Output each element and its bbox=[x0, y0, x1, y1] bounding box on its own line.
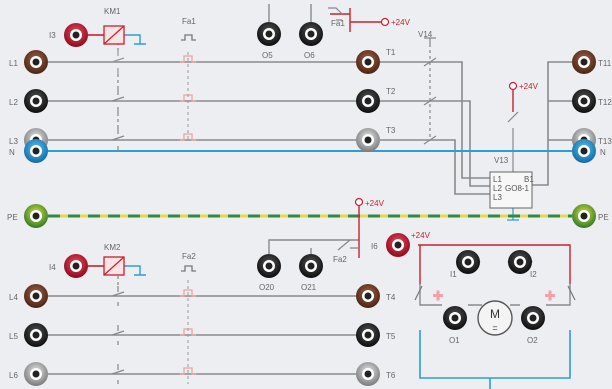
t13-label: T13 bbox=[598, 137, 612, 146]
jack-l6[interactable] bbox=[24, 362, 48, 386]
l1-label: L1 bbox=[9, 59, 18, 68]
motor-symbol: = bbox=[492, 323, 497, 333]
supply-label-motor: +24V bbox=[411, 231, 431, 240]
jack-o6[interactable] bbox=[299, 22, 323, 46]
n-right-label: N bbox=[600, 148, 606, 157]
t4-label: T4 bbox=[386, 293, 396, 302]
km2-coil bbox=[103, 256, 125, 276]
fa1-fuses bbox=[180, 34, 196, 142]
motor bbox=[477, 300, 513, 336]
i1-label: I1 bbox=[450, 270, 457, 279]
t1-label: T1 bbox=[386, 48, 396, 57]
i2-label: I2 bbox=[530, 270, 537, 279]
jack-t2[interactable] bbox=[356, 89, 380, 113]
jack-i1[interactable] bbox=[456, 250, 480, 274]
v14-contacts bbox=[423, 37, 437, 145]
wires bbox=[48, 4, 576, 389]
l2-label: L2 bbox=[9, 98, 18, 107]
jack-i4[interactable] bbox=[64, 254, 88, 278]
jack-pe-right[interactable] bbox=[572, 204, 596, 228]
l3-label: L3 bbox=[9, 137, 18, 146]
fa1-label: Fa1 bbox=[182, 17, 196, 26]
v13-label: V13 bbox=[494, 156, 509, 165]
t6-label: T6 bbox=[386, 371, 396, 380]
supply-label-top: +24V bbox=[391, 18, 411, 27]
jack-o21[interactable] bbox=[299, 254, 323, 278]
o5-label: O5 bbox=[262, 51, 273, 60]
jack-i3[interactable] bbox=[64, 23, 88, 47]
o6-label: O6 bbox=[304, 51, 315, 60]
fa2-fuses bbox=[180, 265, 196, 384]
l5-label: L5 bbox=[9, 332, 18, 341]
motor-letter: M bbox=[490, 307, 500, 321]
jack-l1[interactable] bbox=[24, 50, 48, 74]
pe-right-label: PE bbox=[598, 213, 609, 222]
supply-label-fa2: +24V bbox=[365, 199, 385, 208]
t12-label: T12 bbox=[598, 98, 612, 107]
km1-main-contacts bbox=[111, 30, 125, 152]
l6-label: L6 bbox=[9, 371, 18, 380]
fa1-contact-label: Fa1 bbox=[331, 19, 345, 28]
pe-left-label: PE bbox=[7, 213, 18, 222]
jack-n-left[interactable] bbox=[24, 139, 48, 163]
v14-label: V14 bbox=[418, 30, 433, 39]
fa1-aux-contact bbox=[328, 7, 343, 21]
km1-coil bbox=[103, 25, 125, 45]
t11-label: T11 bbox=[598, 59, 612, 68]
o1-label: O1 bbox=[449, 336, 460, 345]
jack-l5[interactable] bbox=[24, 323, 48, 347]
supply-node-top bbox=[380, 17, 390, 27]
relay-pin-l2: L2 bbox=[493, 184, 502, 193]
t2-label: T2 bbox=[386, 87, 396, 96]
i4-label: I4 bbox=[49, 263, 56, 272]
km2-main-contacts bbox=[111, 276, 125, 384]
l4-label: L4 bbox=[9, 293, 18, 302]
fa2-aux-contact bbox=[337, 239, 359, 251]
jack-o5[interactable] bbox=[257, 22, 281, 46]
plus-indicators bbox=[433, 290, 555, 301]
fa2-contact-label: Fa2 bbox=[333, 255, 347, 264]
labels: KM1 I3 Fa1 Fa1 +24V O5 O6 V14 L1 L2 L3 T… bbox=[7, 7, 612, 380]
jack-o2[interactable] bbox=[521, 306, 545, 330]
jack-t1[interactable] bbox=[356, 50, 380, 74]
jack-i2[interactable] bbox=[508, 250, 532, 274]
t3-label: T3 bbox=[386, 126, 396, 135]
o2-label: O2 bbox=[527, 336, 538, 345]
jack-n-right[interactable] bbox=[572, 139, 596, 163]
i6-label: I6 bbox=[371, 242, 378, 251]
jack-t3[interactable] bbox=[356, 128, 380, 152]
fa2-label: Fa2 bbox=[182, 252, 196, 261]
relay-model: GO8-1 bbox=[505, 184, 530, 193]
o21-label: O21 bbox=[301, 283, 317, 292]
jack-t4[interactable] bbox=[356, 284, 380, 308]
relay-pin-l1: L1 bbox=[493, 175, 502, 184]
km2-label: KM2 bbox=[104, 243, 121, 252]
o20-label: O20 bbox=[259, 283, 275, 292]
jack-l2[interactable] bbox=[24, 89, 48, 113]
jack-t6[interactable] bbox=[356, 362, 380, 386]
km1-label: KM1 bbox=[104, 7, 121, 16]
jack-o20[interactable] bbox=[257, 254, 281, 278]
jack-l4[interactable] bbox=[24, 284, 48, 308]
n-left-label: N bbox=[9, 148, 15, 157]
jack-o1[interactable] bbox=[443, 306, 467, 330]
jack-t11[interactable] bbox=[572, 50, 596, 74]
jack-i6[interactable] bbox=[386, 233, 410, 257]
supply-node-fa2 bbox=[354, 197, 364, 207]
jack-t5[interactable] bbox=[356, 323, 380, 347]
relay-pin-l3: L3 bbox=[493, 193, 502, 202]
jack-t12[interactable] bbox=[572, 89, 596, 113]
supply-node-relay bbox=[508, 81, 518, 91]
t5-label: T5 bbox=[386, 332, 396, 341]
relay-pin-b1: B1 bbox=[524, 175, 534, 184]
i3-label: I3 bbox=[49, 31, 56, 40]
relay-module bbox=[489, 111, 533, 209]
jack-pe-left[interactable] bbox=[24, 204, 48, 228]
supply-label-relay: +24V bbox=[519, 82, 539, 91]
